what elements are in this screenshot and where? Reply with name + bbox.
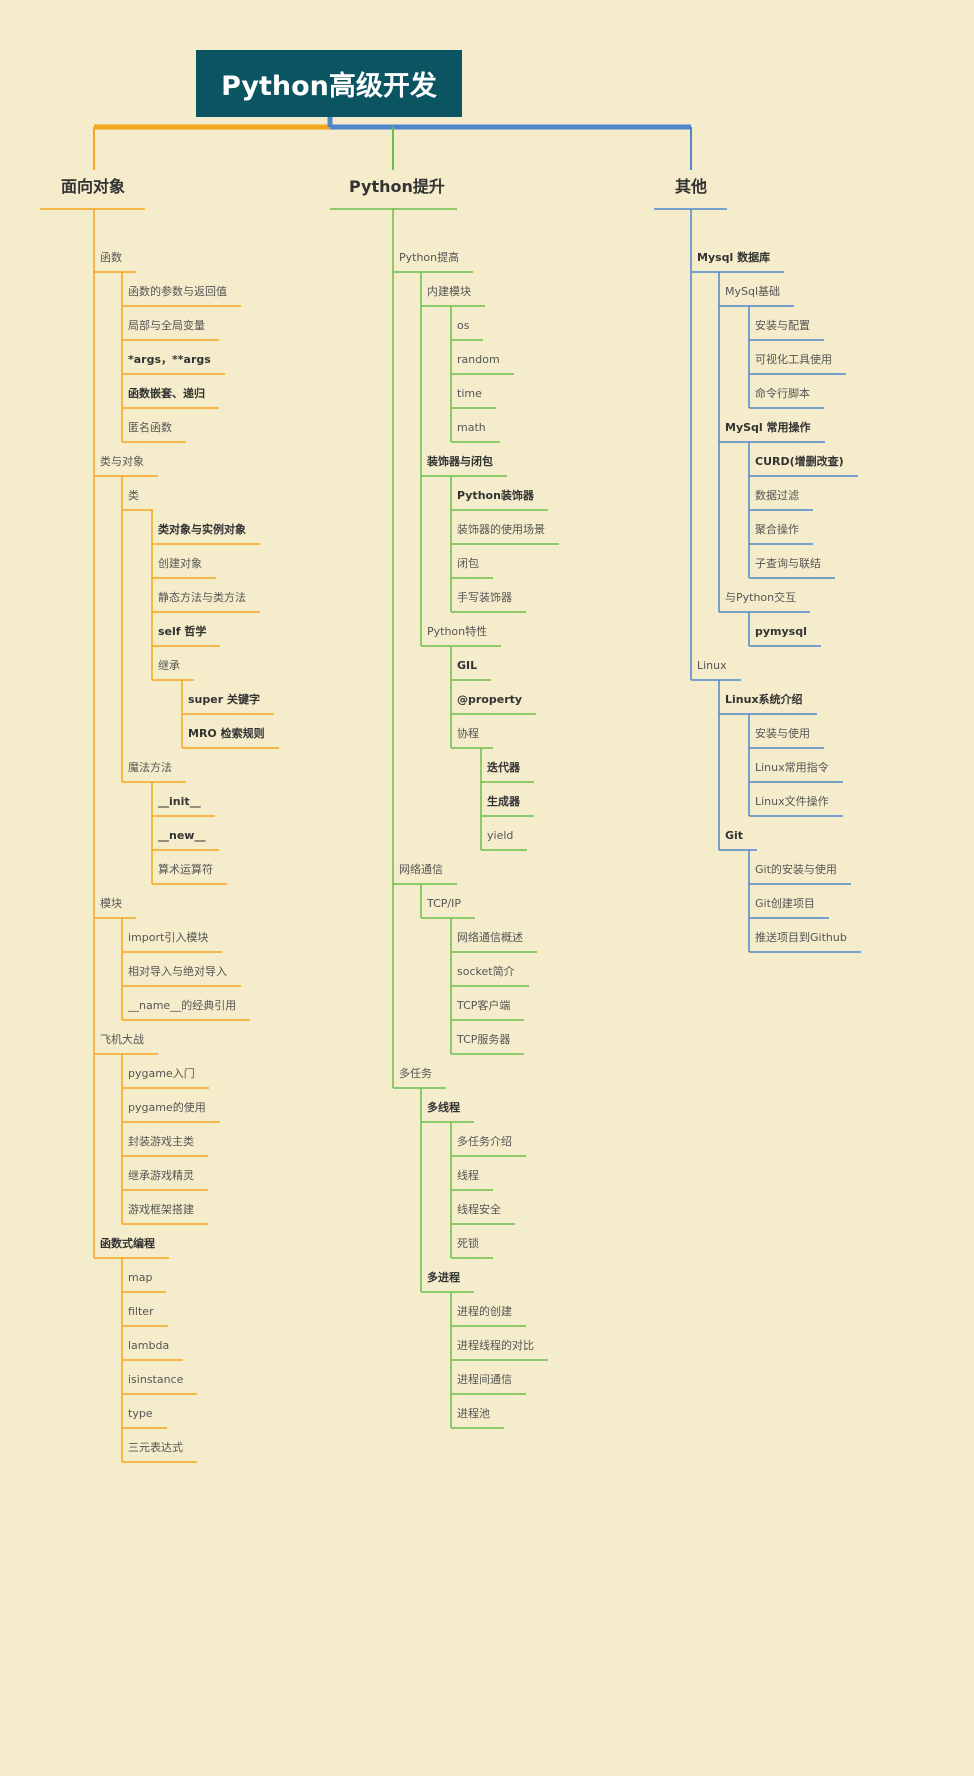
mind-map-node: 创建对象	[158, 557, 202, 570]
mind-map-node: Mysql 数据库	[697, 251, 771, 264]
mind-map-node: 封装游戏主类	[128, 1135, 194, 1148]
mind-map-node: lambda	[128, 1339, 170, 1352]
mind-map-node: 函数嵌套、递归	[128, 387, 205, 400]
mind-map-node: 进程间通信	[457, 1373, 512, 1386]
mind-map-node: TCP客户端	[457, 999, 511, 1012]
mind-map-node: 继承游戏精灵	[128, 1169, 194, 1182]
mind-map-node: Git的安装与使用	[755, 863, 837, 876]
mind-map-node: 函数	[100, 251, 122, 264]
mind-map-node: 线程	[457, 1169, 479, 1182]
mind-map-node: Python特性	[427, 625, 488, 638]
mind-map-node: Linux系统介绍	[725, 693, 803, 706]
mind-map-node: 模块	[100, 897, 122, 910]
mind-map-node: GIL	[457, 659, 478, 672]
mind-map-node: yield	[487, 829, 514, 842]
branch-label: 面向对象	[61, 177, 126, 196]
mind-map-node: MRO 检索规则	[188, 727, 265, 740]
mind-map-node: 静态方法与类方法	[158, 591, 246, 604]
mind-map-node: os	[457, 319, 470, 332]
mind-map-node: 局部与全局变量	[128, 319, 205, 332]
mind-map-node: 函数的参数与返回值	[128, 285, 227, 298]
mind-map-node: 网络通信概述	[457, 931, 523, 944]
mind-map-node: TCP/IP	[427, 897, 461, 910]
mind-map-node: 三元表达式	[128, 1441, 183, 1454]
mind-map-node: pygame入门	[128, 1067, 195, 1080]
mind-map-node: 网络通信	[399, 863, 443, 876]
mind-map-node: 装饰器与闭包	[427, 455, 493, 468]
mind-map-node: Python装饰器	[457, 489, 534, 502]
mind-map-node: filter	[128, 1305, 154, 1318]
mind-map-node: 闭包	[457, 557, 479, 570]
mind-map-node: 游戏框架搭建	[128, 1203, 194, 1216]
mind-map-node: 聚合操作	[755, 523, 799, 536]
mind-map-node: __new__	[158, 829, 206, 842]
mind-map-node: __name__的经典引用	[128, 999, 237, 1012]
mind-map-node: Git	[725, 829, 744, 842]
mind-map-node: 进程池	[457, 1407, 490, 1420]
mind-map-node: 匿名函数	[128, 421, 172, 434]
mind-map-node: 多任务	[399, 1067, 432, 1080]
mind-map-node: 安装与使用	[755, 727, 810, 740]
mind-map-node: type	[128, 1407, 153, 1420]
mind-map-node: *args，**args	[128, 353, 211, 366]
mind-map-node: 协程	[457, 727, 479, 740]
mind-map-node: 生成器	[487, 795, 520, 808]
mind-map-node: 可视化工具使用	[755, 353, 832, 366]
mind-map-node: 安装与配置	[755, 319, 810, 332]
mind-map-node: math	[457, 421, 486, 434]
mind-map-node: 数据过滤	[755, 489, 799, 502]
mind-map-node: time	[457, 387, 482, 400]
mind-map-node: Git创建项目	[755, 897, 815, 910]
mind-map-node: 多任务介绍	[457, 1135, 512, 1148]
branch-label: Python提升	[349, 177, 445, 196]
root-title: Python高级开发	[196, 50, 462, 117]
mind-map-node: TCP服务器	[457, 1033, 511, 1046]
mind-map-node: 类对象与实例对象	[158, 523, 246, 536]
mind-map-node: Python提高	[399, 251, 460, 264]
mind-map-node: socket简介	[457, 965, 515, 978]
mind-map-node: 子查询与联结	[755, 557, 821, 570]
mind-map-node: 多进程	[427, 1271, 460, 1284]
mind-map-node: @property	[457, 693, 523, 706]
mind-map-node: 类与对象	[100, 455, 144, 468]
mind-map-node: random	[457, 353, 500, 366]
mind-map-node: self 哲学	[158, 625, 207, 638]
mind-map-node: __init__	[158, 795, 201, 808]
mind-map-node: 进程线程的对比	[457, 1339, 534, 1352]
mind-map-node: 函数式编程	[100, 1237, 155, 1250]
mind-map-node: CURD(增删改查)	[755, 455, 844, 468]
mind-map-node: 命令行脚本	[755, 387, 810, 400]
mind-map-node: super 关键字	[188, 693, 260, 706]
mind-map-node: 推送项目到Github	[755, 931, 847, 944]
mind-map-node: 装饰器的使用场景	[457, 523, 545, 536]
mind-map-node: isinstance	[128, 1373, 184, 1386]
mind-map-node: pymysql	[755, 625, 807, 638]
mind-map-node: 迭代器	[487, 761, 520, 774]
mind-map-node: 飞机大战	[100, 1033, 144, 1046]
mind-map-node: Linux文件操作	[755, 795, 829, 808]
branch-label: 其他	[675, 177, 708, 196]
mind-map-node: 手写装饰器	[457, 591, 512, 604]
mind-map-node: 内建模块	[427, 285, 471, 298]
mind-map-node: 类	[128, 489, 139, 502]
mind-map-node: import引入模块	[128, 931, 209, 944]
mind-map-node: 多线程	[427, 1101, 460, 1114]
mind-map-node: 相对导入与绝对导入	[128, 965, 227, 978]
mind-map-node: MySql 常用操作	[725, 421, 811, 434]
mind-map-node: map	[128, 1271, 153, 1284]
mind-map-node: Linux常用指令	[755, 761, 829, 774]
mind-map-node: 继承	[158, 659, 180, 672]
mind-map-node: 算术运算符	[158, 863, 213, 876]
mind-map-node: 魔法方法	[128, 761, 172, 774]
mind-map-node: pygame的使用	[128, 1101, 206, 1114]
mind-map-node: Linux	[697, 659, 727, 672]
mind-map-node: MySql基础	[725, 285, 781, 298]
mind-map-node: 线程安全	[457, 1203, 501, 1216]
mind-map-node: 与Python交互	[725, 591, 797, 604]
mind-map-node: 进程的创建	[457, 1305, 512, 1318]
mind-map-node: 死锁	[457, 1237, 479, 1250]
